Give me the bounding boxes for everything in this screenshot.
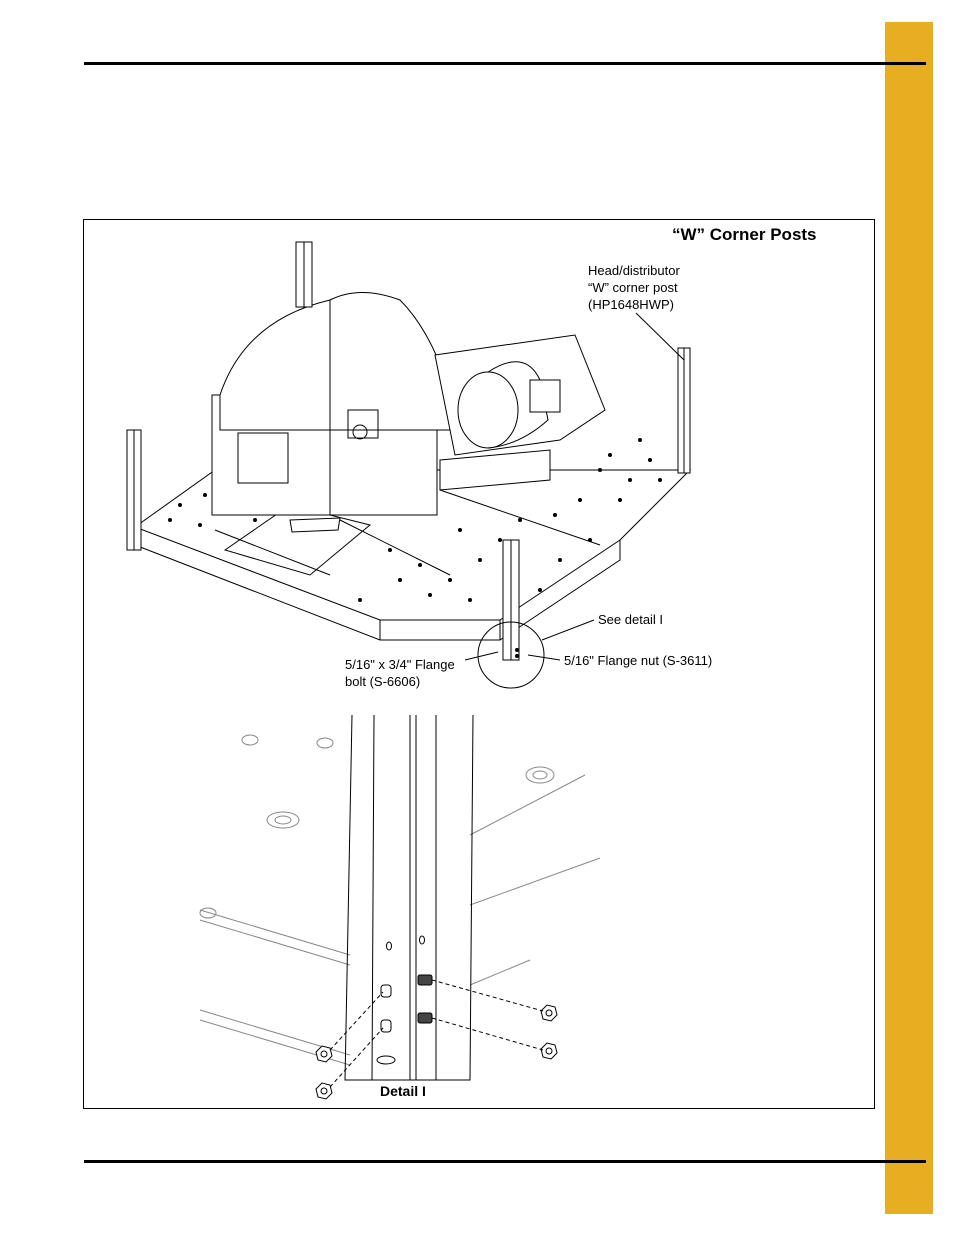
figure-frame (83, 219, 875, 1109)
detail-circle (477, 621, 545, 689)
callout-corner-post-line-1: Head/distributor (588, 263, 680, 278)
leader-corner-post (635, 312, 685, 361)
side-tab (885, 22, 933, 1214)
callout-corner-post: Head/distributor “W” corner post (HP1648… (588, 262, 680, 313)
callout-corner-post-line-2: “W” corner post (588, 280, 678, 295)
callout-corner-post-line-3: (HP1648HWP) (588, 297, 674, 312)
callout-flange-bolt-line-2: bolt (S-6606) (345, 674, 421, 689)
flange-bolt-studs (380, 974, 433, 1033)
corner-post-right (677, 347, 691, 474)
head-housing (211, 292, 461, 516)
callout-see-detail: See detail I (598, 612, 664, 627)
corner-post-back-left (295, 241, 313, 308)
callout-flange-bolt: 5/16" x 3/4" Flange bolt (S-6606) (345, 656, 455, 690)
header-rule (84, 62, 926, 65)
motor (434, 334, 606, 491)
callout-flange-nut: 5/16" Flange nut (S-3611) (564, 653, 713, 668)
leader-flange-bolt (464, 651, 499, 661)
footer-rule (84, 1160, 926, 1163)
corner-post-front (502, 539, 520, 661)
flange-nuts (315, 1004, 558, 1100)
leader-flange-nut (527, 654, 561, 661)
callout-flange-bolt-line-1: 5/16" x 3/4" Flange (345, 657, 455, 672)
figure-title: “W” Corner Posts (672, 225, 817, 244)
assembly-paths (329, 979, 544, 1088)
detail-i-view (199, 714, 601, 1100)
leader-see-detail (541, 619, 595, 641)
corner-post-left (126, 429, 142, 551)
detail-label: Detail I (380, 1083, 426, 1099)
